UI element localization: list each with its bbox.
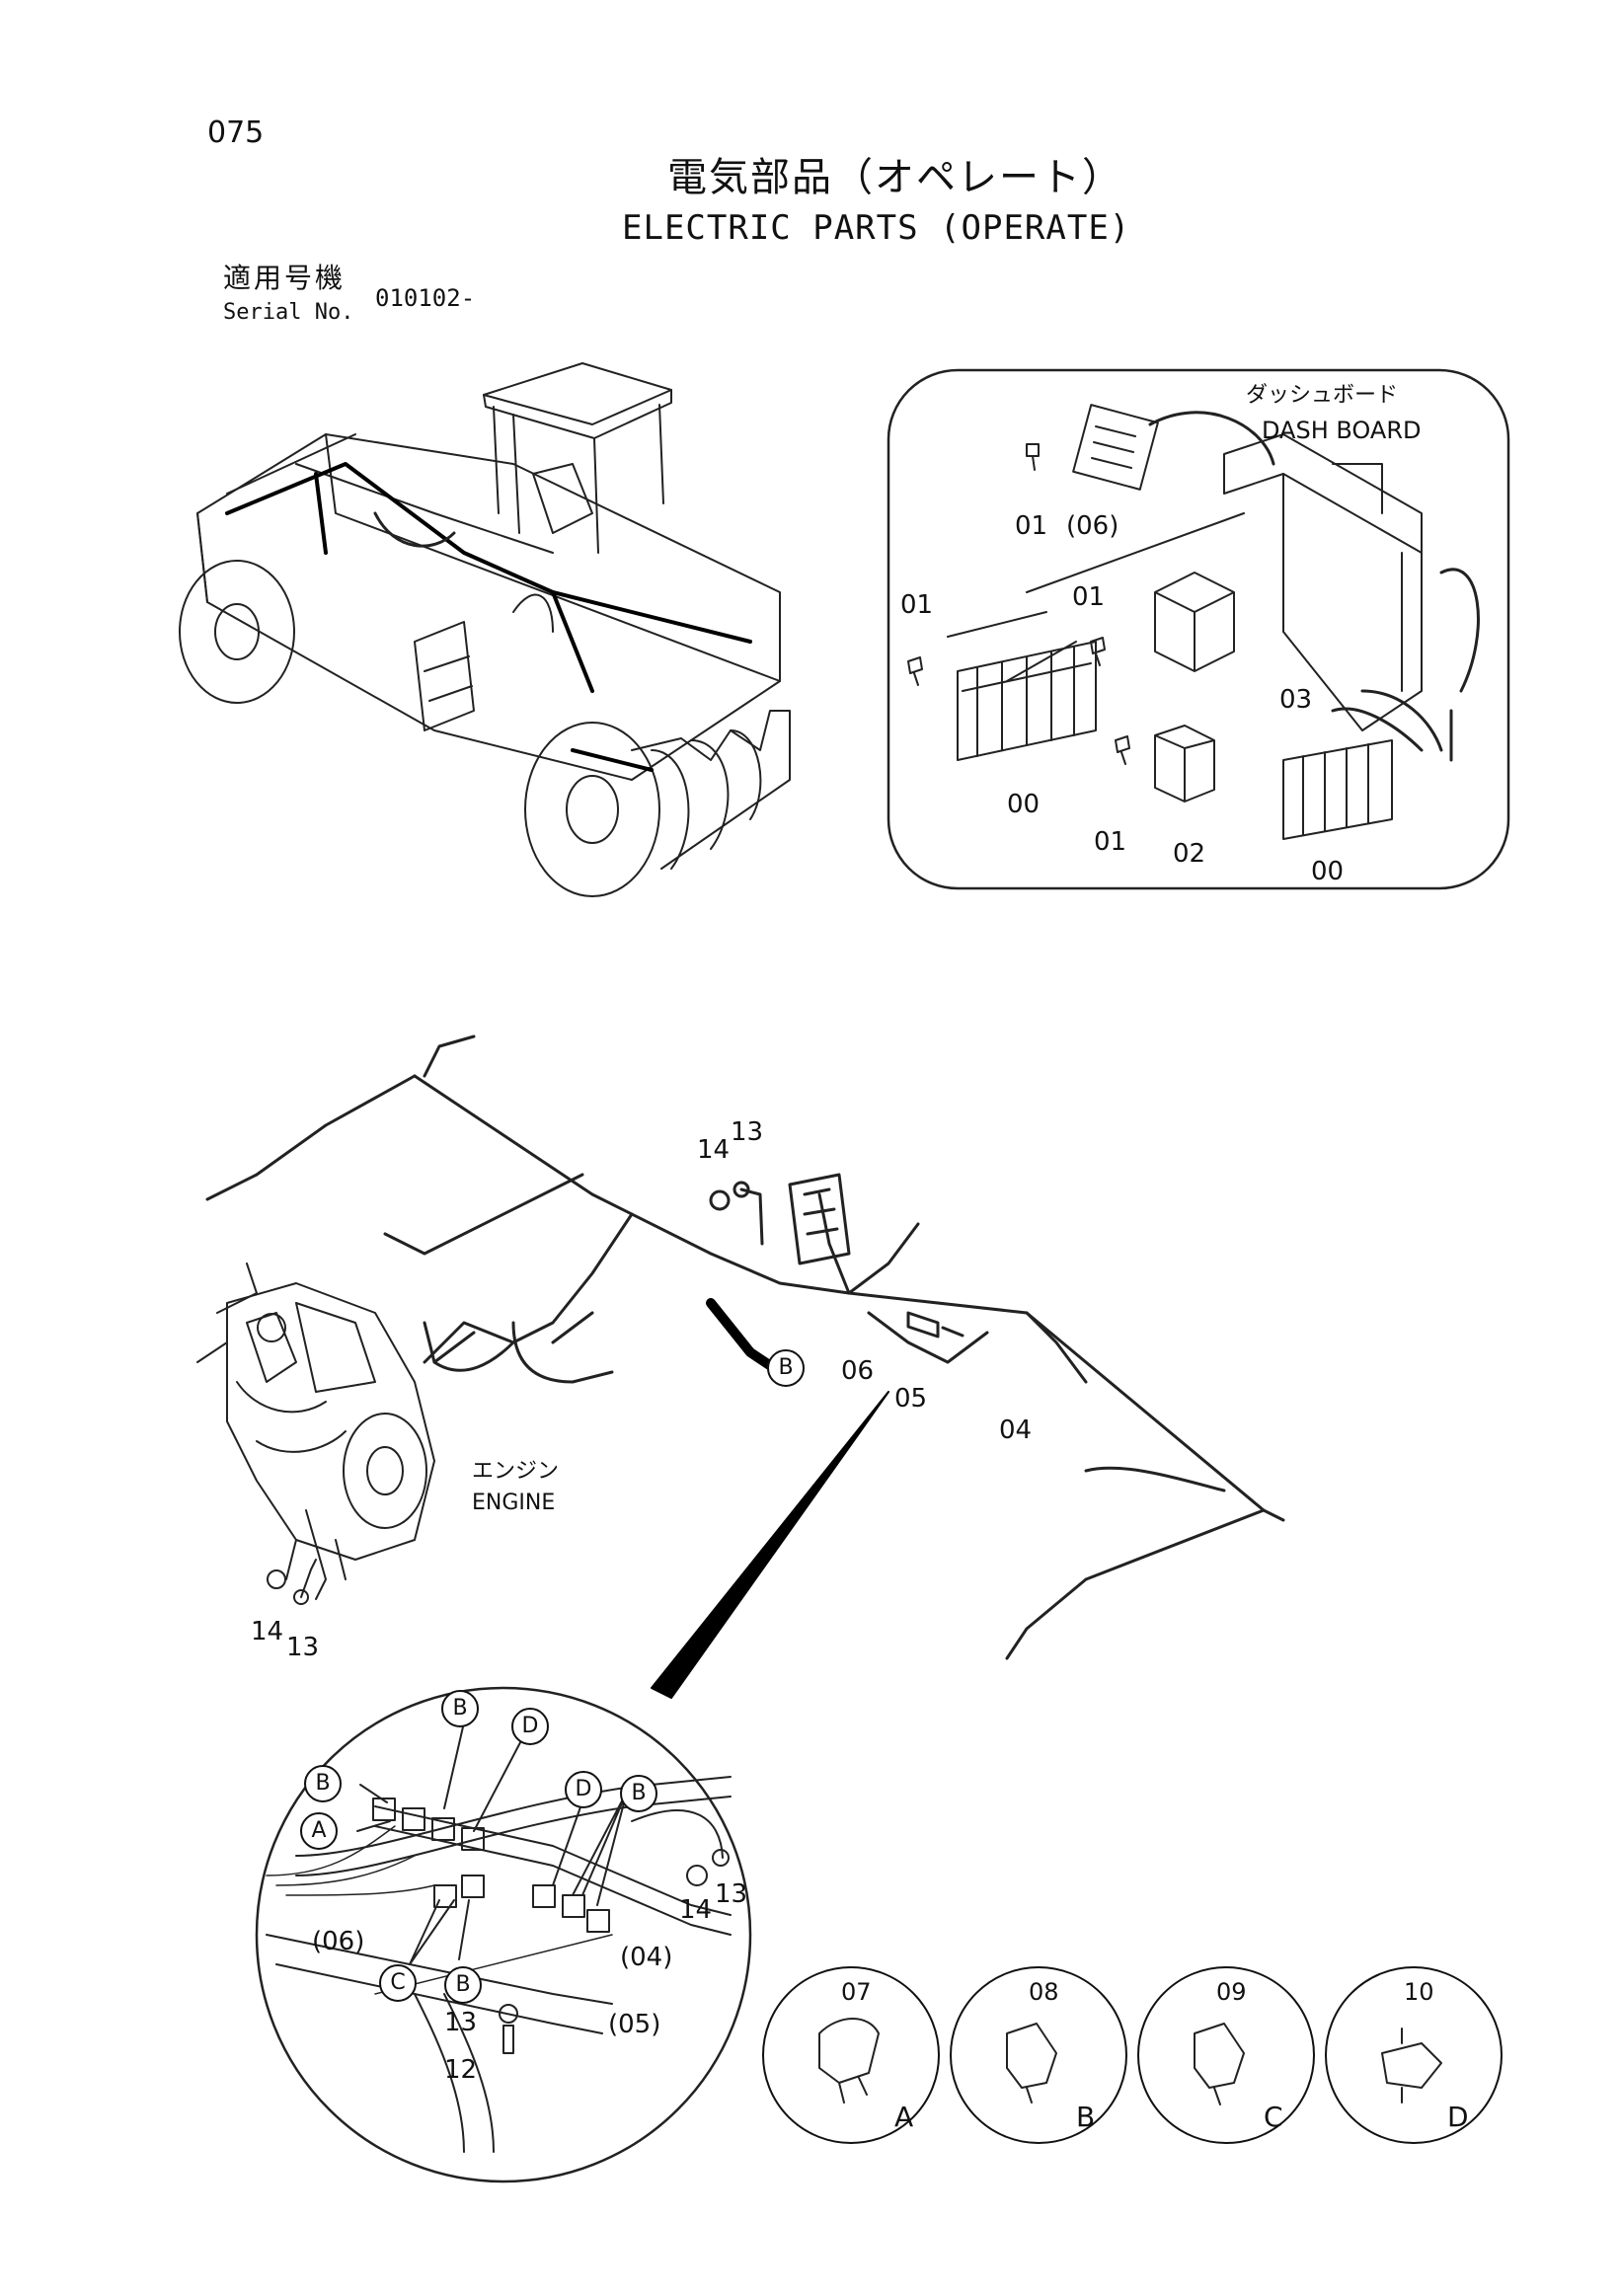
dash-board-inset <box>887 368 1510 890</box>
page-title-english: ELECTRIC PARTS (OPERATE) <box>622 208 1131 248</box>
part-callout: 00 <box>1311 857 1345 886</box>
part-callout: 01 <box>900 590 934 620</box>
roller-machine-illustration <box>179 362 791 897</box>
part-callout: 14 <box>697 1135 731 1165</box>
part-callout: 00 <box>1007 790 1041 819</box>
serial-label-english: Serial No. <box>223 300 354 325</box>
engine-label-japanese: エンジン <box>472 1459 560 1484</box>
part-callout: 13 <box>444 2008 478 2037</box>
part-callout: 01 <box>1015 511 1048 541</box>
clip-detail-circle <box>950 1966 1127 2144</box>
part-callout: 04 <box>999 1416 1033 1445</box>
part-callout: 13 <box>715 1879 748 1909</box>
serial-label-japanese: 適用号機 <box>223 262 347 294</box>
reference-b-callout: B <box>767 1349 805 1387</box>
engine-illustration <box>196 1263 435 1605</box>
part-callout: 01 <box>1072 582 1106 612</box>
page-title-japanese: 電気部品（オペレート） <box>667 155 1123 200</box>
clip-part-number: 09 <box>1216 1978 1247 2006</box>
part-callout: 01 <box>1094 827 1127 857</box>
part-callout: 02 <box>1173 839 1206 869</box>
detail-ref-callout: B <box>620 1775 657 1812</box>
part-callout: 06 <box>841 1356 875 1386</box>
part-callout: (06) <box>312 1927 365 1956</box>
part-callout: 13 <box>731 1117 764 1147</box>
detail-ref-callout: B <box>444 1966 482 2004</box>
detail-ref-callout: B <box>441 1690 479 1727</box>
part-callout: (04) <box>620 1943 673 1972</box>
part-callout: (06) <box>1066 511 1119 541</box>
part-callout: 14 <box>251 1617 284 1646</box>
dash-board-label-english: DASH BOARD <box>1262 417 1422 444</box>
detail-ref-callout: D <box>565 1771 602 1808</box>
part-callout: 12 <box>444 2055 478 2085</box>
detail-ref-callout: D <box>511 1708 549 1745</box>
clip-part-number: 08 <box>1029 1978 1059 2006</box>
detail-leader <box>651 1391 889 1699</box>
clip-part-number: 10 <box>1404 1978 1434 2006</box>
part-callout: 05 <box>894 1384 928 1414</box>
clip-detail-circle <box>1137 1966 1315 2144</box>
part-callout: 14 <box>679 1895 713 1925</box>
part-callout: 13 <box>286 1633 320 1662</box>
clip-reference-letter: D <box>1447 2101 1469 2133</box>
clip-detail-circle <box>1325 1966 1503 2144</box>
engine-label-english: ENGINE <box>472 1491 556 1515</box>
part-callout: 03 <box>1279 685 1313 715</box>
clip-part-number: 07 <box>841 1978 872 2006</box>
detail-ref-callout: B <box>304 1765 342 1802</box>
part-callout: (05) <box>608 2010 661 2039</box>
clip-reference-letter: C <box>1264 2101 1283 2133</box>
detail-ref-callout: C <box>379 1964 417 2002</box>
dash-board-label-japanese: ダッシュボード <box>1246 383 1399 408</box>
main-harness <box>205 1034 1285 1660</box>
page-number: 075 <box>207 115 265 150</box>
clip-reference-letter: A <box>894 2101 914 2133</box>
detail-ref-callout: A <box>300 1812 338 1850</box>
serial-number-value: 010102- <box>375 284 476 312</box>
clip-reference-letter: B <box>1076 2101 1096 2133</box>
clip-detail-circle <box>762 1966 940 2144</box>
